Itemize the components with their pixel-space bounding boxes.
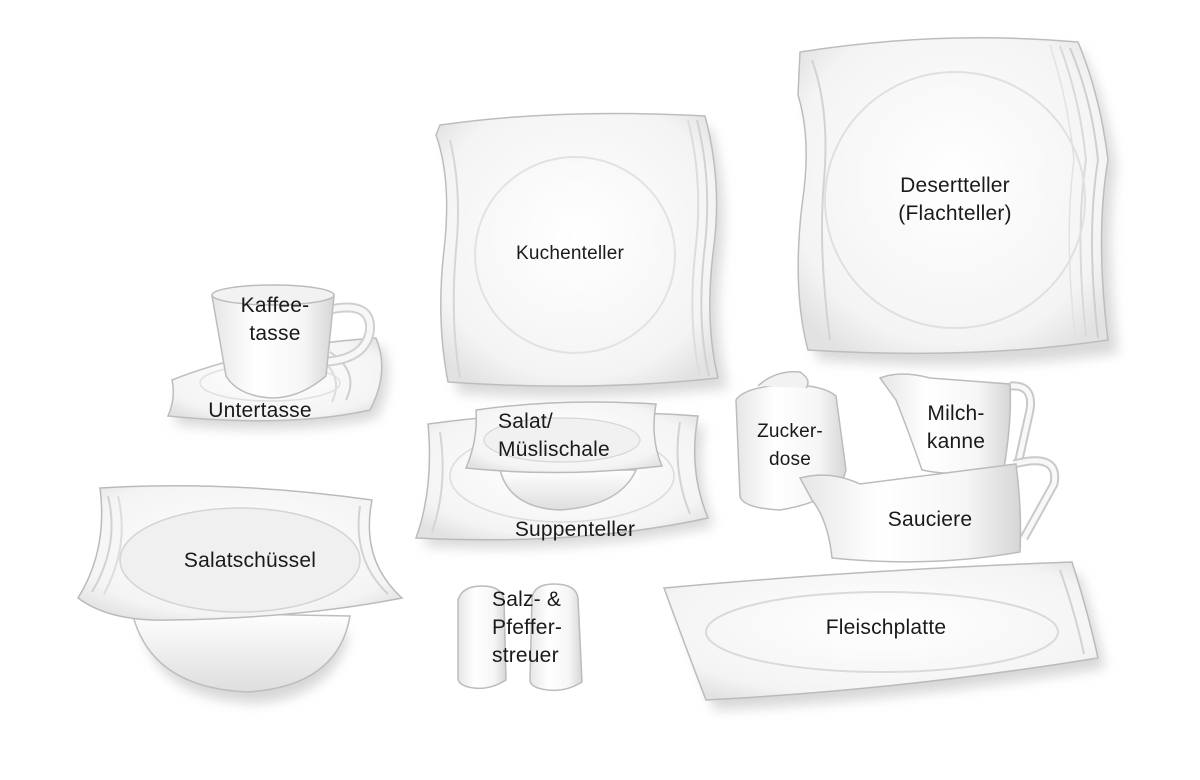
label-muslischale-line1: Salat/: [498, 410, 553, 433]
label-desertteller-line1: Desertteller: [900, 174, 1010, 197]
kaffeetasse-cup: [211, 284, 376, 399]
label-kaffeetasse-line2: tasse: [249, 322, 301, 345]
label-muslischale-line2: Müslischale: [498, 438, 610, 461]
muslischale-bowl: [464, 401, 664, 511]
label-sauciere-text: Sauciere: [887, 508, 973, 531]
label-suppenteller: Suppenteller: [500, 516, 650, 544]
label-untertasse-text: Untertasse: [208, 399, 312, 422]
salatschuessel-bowl: [76, 484, 404, 703]
label-zuckerdose-line1: Zucker-: [757, 421, 823, 442]
label-desertteller: Desertteller (Flachteller): [880, 172, 1030, 228]
label-milchkanne-line1: Milch-: [927, 402, 985, 425]
label-muslischale: Salat/ Müslischale: [498, 408, 638, 464]
label-salz-pfeffer-line3: streuer: [492, 644, 559, 667]
label-kaffeetasse-line1: Kaffee-: [240, 294, 310, 317]
label-zuckerdose-line2: dose: [768, 449, 811, 470]
label-suppenteller-text: Suppenteller: [514, 518, 636, 541]
label-kuchenteller: Kuchenteller: [500, 240, 640, 268]
label-fleischplatte: Fleischplatte: [806, 614, 966, 642]
label-milchkanne: Milch- kanne: [918, 400, 994, 456]
label-kaffeetasse: Kaffee- tasse: [235, 292, 315, 348]
label-untertasse: Untertasse: [195, 397, 325, 425]
label-fleischplatte-text: Fleischplatte: [825, 616, 947, 639]
desertteller-plate: [797, 37, 1118, 366]
fleischplatte-platter: [662, 561, 1105, 710]
label-salz-pfeffer: Salz- & Pfeffer- streuer: [492, 586, 588, 670]
label-sauciere: Sauciere: [868, 506, 992, 534]
label-salz-pfeffer-line1: Salz- &: [492, 588, 562, 611]
label-kuchenteller-text: Kuchenteller: [515, 243, 625, 264]
sauciere: [798, 456, 1060, 563]
kuchenteller-plate: [435, 112, 728, 398]
label-desertteller-line2: (Flachteller): [898, 202, 1012, 225]
label-salatschuessel-text: Salatschüssel: [183, 549, 317, 572]
label-salatschuessel: Salatschüssel: [170, 547, 330, 575]
label-milchkanne-line2: kanne: [926, 430, 986, 453]
salz-pfeffer-streuer: [457, 583, 583, 692]
label-zuckerdose: Zucker- dose: [748, 418, 832, 474]
label-salz-pfeffer-line2: Pfeffer-: [492, 616, 563, 639]
